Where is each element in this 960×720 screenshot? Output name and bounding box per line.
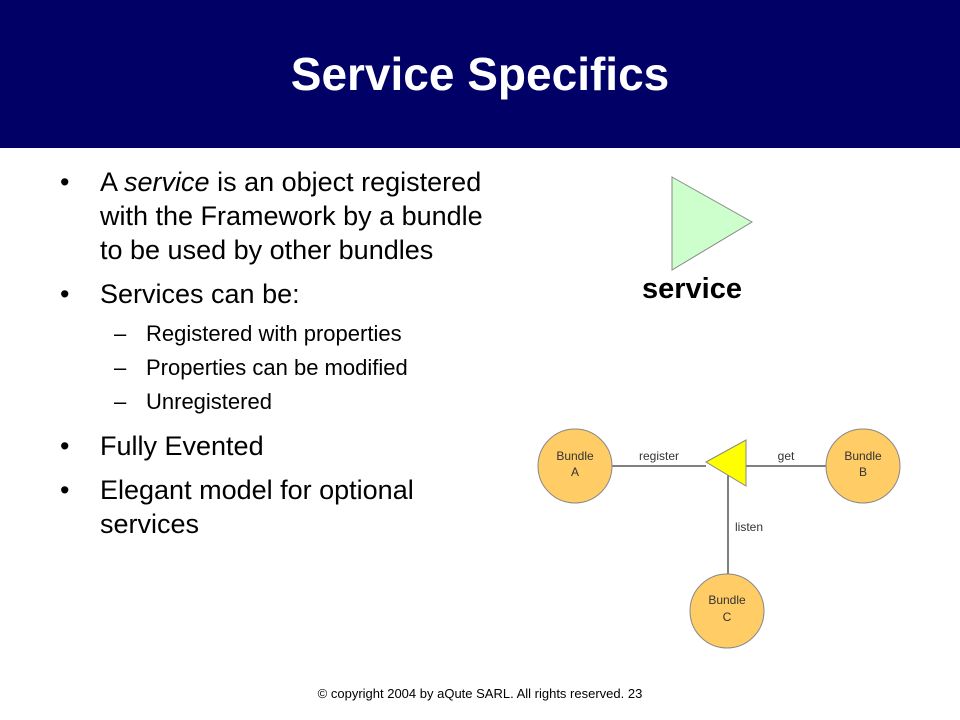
bullet-elegant-model: • Elegant model for optional services (60, 475, 414, 539)
bullet-services-can-be: • Services can be: –Registered with prop… (58, 277, 498, 419)
get-label: get (778, 449, 795, 463)
small-service-icon (704, 439, 747, 487)
register-label: register (639, 449, 679, 463)
bullet-list: • A service is an object registered with… (58, 165, 498, 541)
sub-bullet-registered: –Registered with properties (114, 321, 402, 346)
bundle-c-label: Bundle (708, 593, 746, 607)
bundle-a-label: Bundle (556, 449, 594, 463)
title-bar (0, 0, 960, 148)
bundle-b-circle (825, 428, 901, 504)
slide-title: Service Specifics (290, 48, 670, 100)
bullet-marker: • (60, 279, 70, 309)
bundle-b-letter: B (859, 465, 867, 479)
bullet-fully-evented: • Fully Evented (60, 431, 264, 461)
sub-bullet-list: –Registered with properties –Properties … (100, 317, 498, 419)
sub-bullet-properties-modified: –Properties can be modified (114, 355, 408, 380)
bundle-a-circle (537, 428, 613, 504)
service-label: service (642, 273, 742, 305)
bullet-marker: • (60, 431, 70, 461)
bullet-service-definition: • A service is an object registered with… (60, 167, 483, 265)
bundle-a-letter: A (571, 465, 579, 479)
bundle-c-letter: C (723, 610, 732, 624)
bullet-marker: • (60, 475, 70, 505)
service-triangle-icon (671, 176, 753, 271)
listen-label: listen (735, 520, 763, 534)
bundle-b-label: Bundle (844, 449, 882, 463)
sub-bullet-unregistered: –Unregistered (114, 389, 272, 414)
bundle-c-circle (689, 573, 765, 649)
service-emphasis: service (124, 167, 210, 197)
bullet-marker: • (60, 167, 70, 197)
copyright-footer: © copyright 2004 by aQute SARL. All righ… (317, 686, 643, 701)
